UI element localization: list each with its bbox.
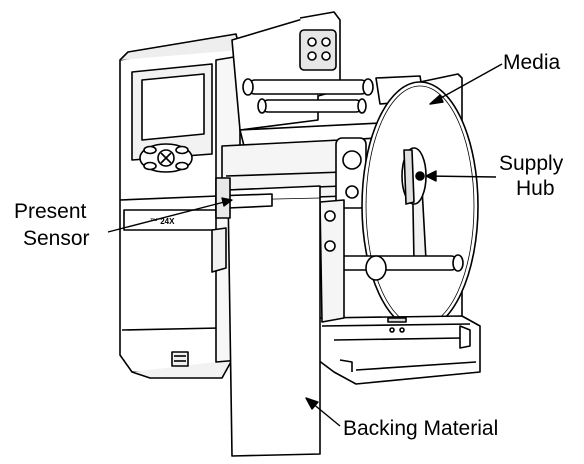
label-backing-material: Backing Material: [343, 417, 498, 440]
supply-hub[interactable]: [401, 147, 427, 263]
base-tray: [317, 315, 481, 385]
keypad[interactable]: [139, 143, 193, 173]
label-media: Media: [503, 51, 561, 74]
supply-hub-arrowhead: [425, 170, 437, 182]
rewind-shaft: [319, 199, 464, 323]
media-leader: [429, 63, 503, 105]
leader-lines: [107, 63, 503, 427]
backing-material-arrowhead: [305, 397, 319, 410]
backing-material: [227, 185, 321, 457]
display-panel: [131, 63, 213, 161]
present-sensor-arrowhead: [221, 197, 233, 207]
label-present-sensor-line1: Present: [14, 200, 87, 223]
label-present-sensor-line2: Sensor: [23, 227, 90, 250]
ribbon-rollers: [242, 75, 425, 114]
media-arrowhead: [429, 94, 444, 105]
label-supply-hub-line2: Hub: [516, 177, 555, 200]
label-supply-hub-line1: Supply: [499, 152, 564, 175]
present-sensor-leader: [107, 199, 233, 233]
printer-badge: ™ 24X: [150, 217, 175, 226]
supply-hub-leader: [425, 175, 497, 178]
